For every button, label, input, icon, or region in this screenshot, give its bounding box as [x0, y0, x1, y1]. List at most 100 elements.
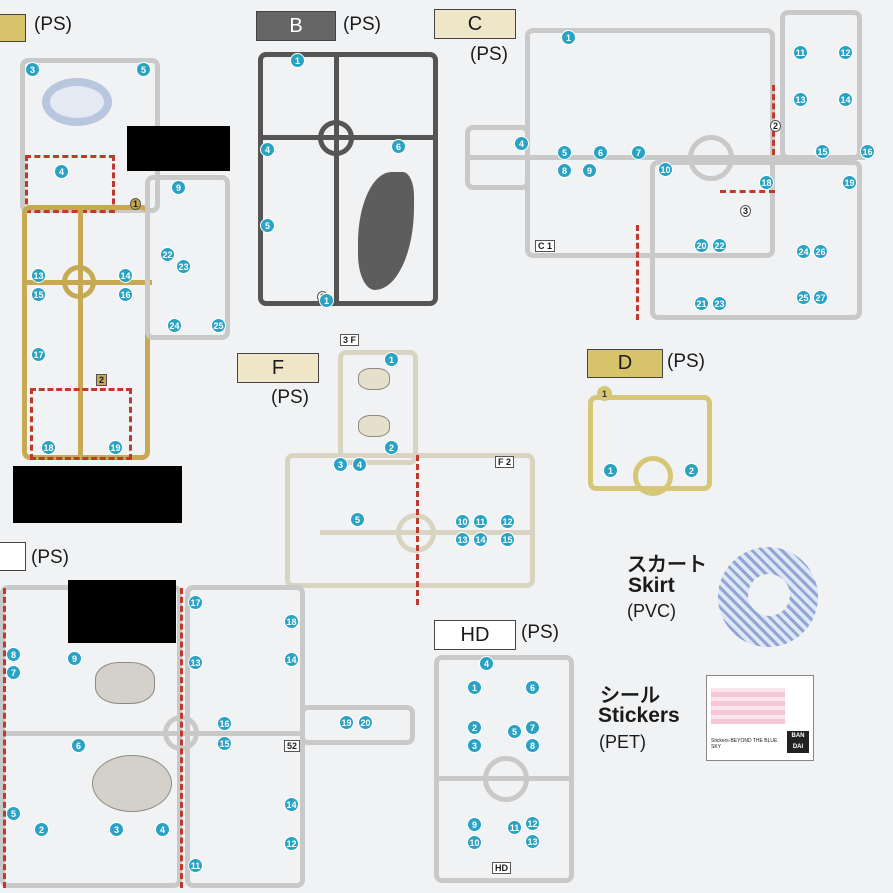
part-number: 13 — [793, 92, 808, 107]
part-number: 5 — [136, 62, 151, 77]
runner-c-cut-line — [636, 225, 639, 320]
runner-hd-frame — [434, 655, 574, 883]
part-number: 18 — [284, 614, 299, 629]
part-number: 15 — [815, 144, 830, 159]
runner-f-part — [358, 415, 390, 437]
part-number: 24 — [167, 318, 182, 333]
part-number: 21 — [694, 296, 709, 311]
runner-f-frame-main — [285, 453, 535, 588]
part-number: 4 — [479, 656, 494, 671]
part-number: 17 — [31, 347, 46, 362]
part-number: 10 — [658, 162, 673, 177]
runner-c-tag-3: 3 — [740, 205, 752, 217]
part-number: 11 — [793, 45, 808, 60]
part-number: 25 — [211, 318, 226, 333]
part-number: 1 — [319, 293, 334, 308]
runner-c-tag-1: C 1 — [535, 240, 556, 252]
part-number: 11 — [188, 858, 203, 873]
part-number: 4 — [54, 164, 69, 179]
stickers-material: (PET) — [599, 732, 646, 752]
redaction-block — [68, 580, 176, 643]
runner-d-ring — [633, 456, 673, 496]
part-number: 7 — [6, 665, 21, 680]
part-number: 22 — [160, 247, 175, 262]
part-number: 10 — [455, 514, 470, 529]
runner-b-label-box: B — [256, 11, 336, 41]
part-number: 14 — [284, 797, 299, 812]
part-number: 16 — [118, 287, 133, 302]
runner-c-cut-line — [720, 190, 775, 193]
runner-e-side-frame — [300, 705, 415, 745]
part-number: 3 — [333, 457, 348, 472]
part-number: 9 — [467, 817, 482, 832]
sticker-pink-area — [711, 688, 785, 724]
runner-e-part — [95, 662, 155, 704]
part-number: 10 — [467, 835, 482, 850]
part-number: 14 — [473, 532, 488, 547]
part-number: 1 — [597, 386, 612, 401]
runner-c-tag-2: 2 — [770, 120, 782, 132]
part-number: 11 — [473, 514, 488, 529]
part-number: 14 — [838, 92, 853, 107]
part-number: 17 — [188, 595, 203, 610]
part-number: 26 — [813, 244, 828, 259]
redaction-block — [127, 126, 230, 171]
part-number: 8 — [6, 647, 21, 662]
skirt-part-hole — [748, 574, 790, 616]
runner-hd-material: (PS) — [521, 622, 559, 643]
runner-e-cut-line — [3, 588, 6, 888]
part-number: 9 — [582, 163, 597, 178]
part-number: 1 — [467, 680, 482, 695]
part-number: 9 — [171, 180, 186, 195]
sticker-sheet-text: Stickers-BEYOND THE BLUE SKY — [711, 738, 778, 750]
skirt-material: (PVC) — [627, 601, 676, 621]
part-number: 1 — [384, 352, 399, 367]
runner-e-label-box — [0, 542, 26, 571]
stickers-jp-label: シール — [600, 685, 660, 707]
runner-b-rail — [258, 135, 438, 140]
runner-f-part — [358, 368, 390, 390]
skirt-en-label: Skirt — [628, 574, 675, 597]
part-number: 9 — [67, 651, 82, 666]
part-number: 2 — [384, 440, 399, 455]
runner-a-cut-box — [25, 155, 115, 213]
runner-hd-tag: HD — [492, 862, 511, 874]
part-number: 12 — [525, 816, 540, 831]
part-number: 8 — [525, 738, 540, 753]
sticker-sheet: Stickers-BEYOND THE BLUE SKY BAN DAI — [706, 675, 814, 761]
stickers-en-label: Stickers — [598, 704, 680, 727]
part-number: 7 — [631, 145, 646, 160]
runner-c-frame-right — [780, 10, 862, 160]
runner-c-material: (PS) — [470, 44, 508, 65]
part-number: 14 — [118, 268, 133, 283]
runner-a-label-box — [0, 14, 26, 42]
part-number: 5 — [507, 724, 522, 739]
part-number: 1 — [603, 463, 618, 478]
runner-c-frame-lower — [650, 160, 862, 320]
part-number: 11 — [507, 820, 522, 835]
part-number: 3 — [25, 62, 40, 77]
runner-f-rail — [320, 530, 535, 535]
redaction-block — [13, 466, 182, 523]
part-number: 20 — [694, 238, 709, 253]
runner-f-tag-1: 3 F — [340, 334, 360, 346]
part-number: 24 — [796, 244, 811, 259]
runner-e-material: (PS) — [31, 547, 69, 568]
part-number: 12 — [500, 514, 515, 529]
part-number: 6 — [525, 680, 540, 695]
runner-e-tag: 52 — [284, 740, 301, 752]
skirt-jp-label: スカート — [627, 554, 707, 576]
part-number: 1 — [561, 30, 576, 45]
runner-f-cut-line — [416, 455, 419, 605]
runner-hd-rail — [434, 776, 574, 781]
runner-f-tag-2: F 2 — [495, 456, 515, 468]
runner-b-material: (PS) — [343, 14, 381, 35]
part-number: 4 — [260, 142, 275, 157]
runner-a-rail — [78, 205, 83, 460]
part-number: 5 — [557, 145, 572, 160]
part-number: 13 — [525, 834, 540, 849]
part-number: 13 — [188, 655, 203, 670]
runner-f-frame-top — [338, 350, 418, 465]
runner-c-label-box: C — [434, 9, 516, 39]
runner-f-label-box: F — [237, 353, 319, 383]
